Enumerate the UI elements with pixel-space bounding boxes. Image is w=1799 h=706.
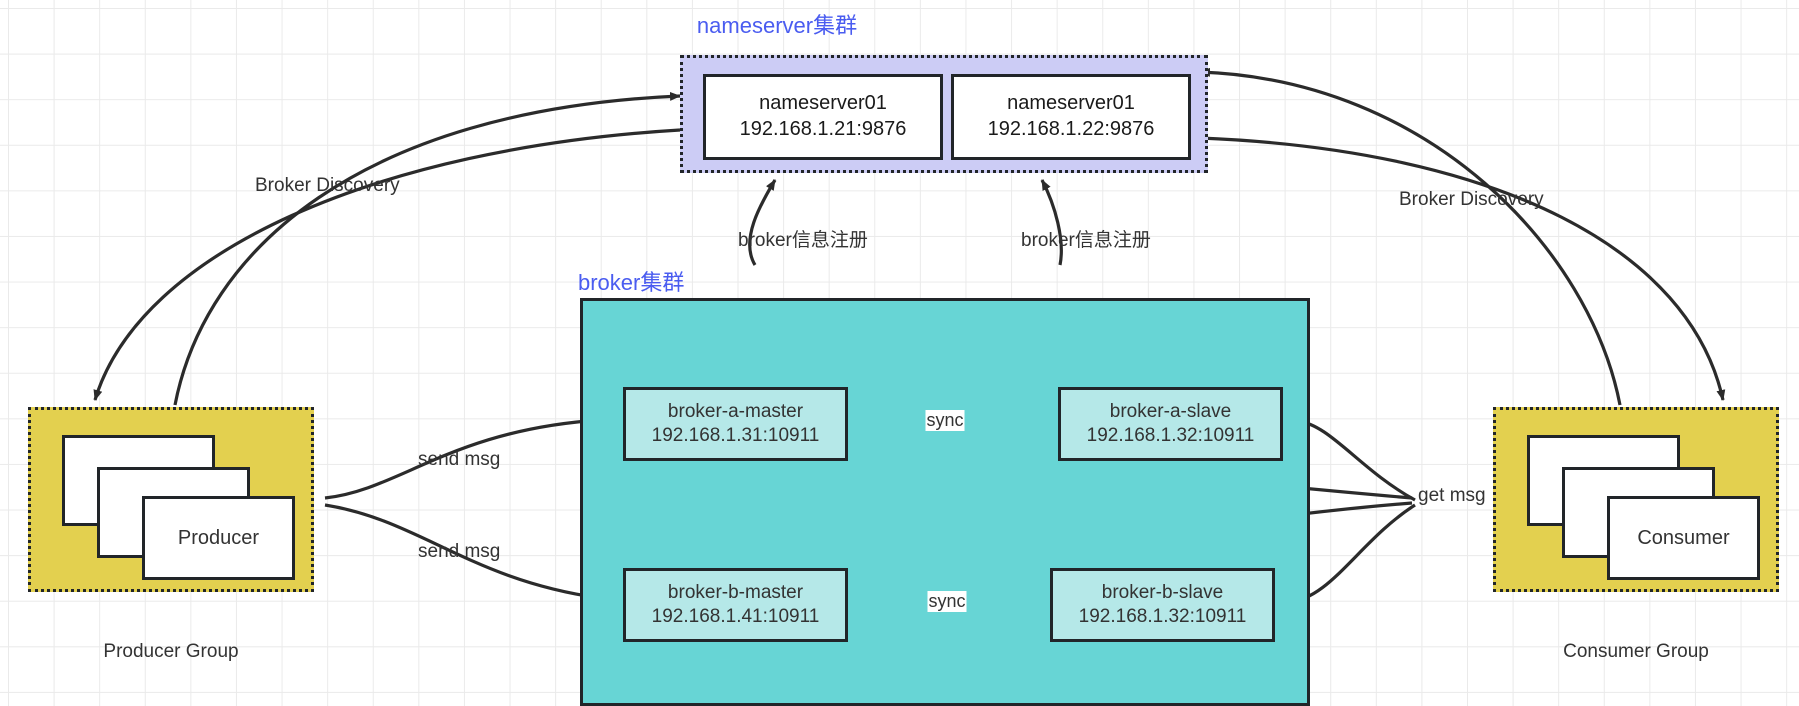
nameserver-node-2-address: 192.168.1.22:9876 bbox=[987, 118, 1155, 140]
get-msg-label: get msg bbox=[1418, 485, 1486, 506]
broker-a-slave-address: 192.168.1.32:10911 bbox=[1086, 425, 1255, 446]
broker-b-slave-node[interactable]: broker-b-slave 192.168.1.32:10911 bbox=[1050, 568, 1275, 642]
broker-a-master-address: 192.168.1.31:10911 bbox=[651, 425, 820, 446]
broker-b-slave-name: broker-b-slave bbox=[1101, 581, 1224, 603]
producer-group[interactable]: Producer bbox=[28, 407, 314, 592]
nameserver-node-1-name: nameserver01 bbox=[759, 92, 887, 115]
consumer-card-front[interactable]: Consumer bbox=[1607, 496, 1760, 580]
send-msg-b-label: send msg bbox=[418, 541, 501, 562]
consumer-card-label: Consumer bbox=[1637, 526, 1730, 549]
edge-register-left bbox=[748, 179, 777, 266]
sync-label-a: sync bbox=[925, 410, 965, 431]
broker-a-master-name: broker-a-master bbox=[667, 400, 804, 422]
broker-cluster[interactable]: broker-a-master 192.168.1.31:10911 broke… bbox=[580, 298, 1310, 706]
register-left-label: broker信息注册 bbox=[738, 230, 868, 251]
nameserver-cluster-title: nameserver集群 bbox=[696, 13, 858, 38]
broker-a-slave-name: broker-a-slave bbox=[1109, 400, 1232, 422]
broker-b-master-address: 192.168.1.41:10911 bbox=[651, 606, 820, 627]
nameserver-node-2-name: nameserver01 bbox=[1007, 92, 1135, 115]
nameserver-node-1-address: 192.168.1.21:9876 bbox=[739, 118, 907, 140]
broker-b-master-node[interactable]: broker-b-master 192.168.1.41:10911 bbox=[623, 568, 848, 642]
edge-get-msg-a-slave bbox=[1296, 417, 1416, 502]
producer-card-front[interactable]: Producer bbox=[142, 496, 295, 580]
consumer-group-caption: Consumer Group bbox=[1563, 641, 1709, 662]
producer-card-label: Producer bbox=[177, 526, 260, 549]
consumer-group[interactable]: Consumer bbox=[1493, 407, 1779, 592]
edge-register-right bbox=[1040, 179, 1063, 266]
nameserver-node-1[interactable]: nameserver01 192.168.1.21:9876 bbox=[703, 74, 943, 160]
nameserver-cluster[interactable]: nameserver01 192.168.1.21:9876 nameserve… bbox=[680, 55, 1208, 173]
broker-b-master-name: broker-b-master bbox=[667, 581, 804, 603]
send-msg-a-label: send msg bbox=[418, 449, 501, 470]
broker-discovery-left-label: Broker Discovery bbox=[255, 175, 400, 196]
broker-cluster-title: broker集群 bbox=[578, 270, 685, 295]
sync-label-b: sync bbox=[927, 591, 967, 612]
register-right-label: broker信息注册 bbox=[1021, 230, 1151, 251]
broker-a-slave-node[interactable]: broker-a-slave 192.168.1.32:10911 bbox=[1058, 387, 1283, 461]
broker-b-slave-address: 192.168.1.32:10911 bbox=[1078, 606, 1247, 627]
nameserver-node-2[interactable]: nameserver01 192.168.1.22:9876 bbox=[951, 74, 1191, 160]
broker-a-master-node[interactable]: broker-a-master 192.168.1.31:10911 bbox=[623, 387, 848, 461]
broker-discovery-right-label: Broker Discovery bbox=[1399, 189, 1544, 210]
producer-group-caption: Producer Group bbox=[103, 641, 239, 662]
